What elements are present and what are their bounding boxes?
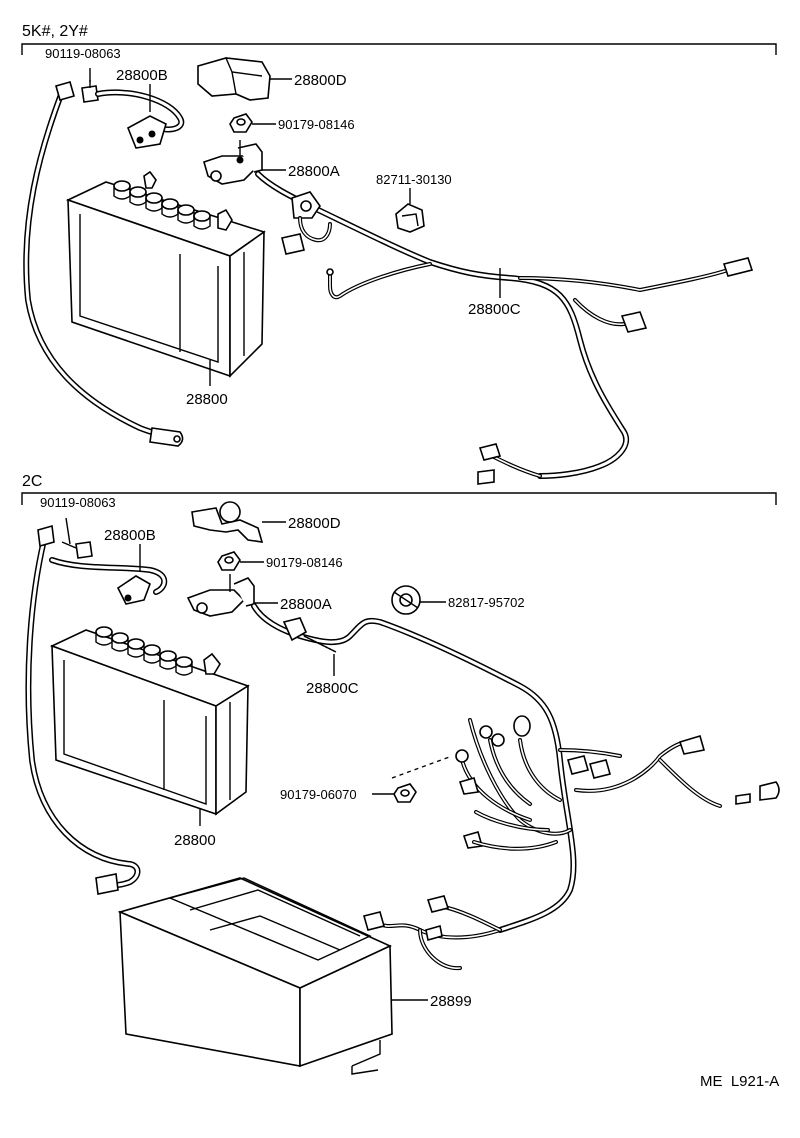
section-top-bracket — [21, 43, 777, 55]
top-cable-b-part — [95, 89, 185, 149]
top-label-harness-c: 28800C — [468, 301, 521, 318]
section-bottom-title: 2C — [22, 473, 42, 490]
bottom-tray-part — [117, 877, 393, 1075]
bottom-nut2-part — [391, 755, 453, 803]
top-nut-part — [229, 113, 253, 133]
top-battery-caps — [113, 170, 233, 231]
section-top: 5K#, 2Y# 90119-08063 28800B — [21, 23, 777, 485]
bottom-cover-d-part — [191, 501, 264, 543]
bottom-label-cable-b: 28800B — [104, 527, 156, 544]
bottom-label-nut: 90179-08146 — [266, 555, 343, 570]
top-label-bolt: 90119-08063 — [45, 46, 121, 61]
top-label-terminal-a: 28800A — [288, 163, 340, 180]
top-ground-cable — [23, 81, 184, 447]
top-label-cover-d: 28800D — [294, 72, 347, 89]
top-label-battery: 28800 — [186, 391, 228, 408]
bottom-label-battery: 28800 — [174, 832, 216, 849]
bottom-ground-cable — [25, 524, 141, 895]
bottom-label-nut2: 90179-06070 — [280, 787, 357, 802]
top-label-cable-b: 28800B — [116, 67, 168, 84]
bottom-bolt-part — [61, 517, 93, 559]
bottom-clamp-part — [391, 585, 421, 615]
bottom-label-bolt: 90119-08063 — [40, 495, 116, 510]
top-label-clamp: 82711-30130 — [376, 172, 452, 187]
section-bottom: 2C 90119-08063 28800B — [21, 473, 780, 1075]
bottom-nut-part — [217, 551, 241, 571]
top-cover-d-part — [197, 57, 271, 101]
top-bolt-part — [81, 68, 99, 103]
bottom-label-harness-c: 28800C — [306, 680, 359, 697]
bottom-harness-c-part — [251, 603, 780, 971]
bottom-label-terminal-a: 28800A — [280, 596, 332, 613]
top-harness-c-part — [255, 171, 754, 485]
top-clamp-part — [395, 203, 425, 233]
top-terminal-a-part — [203, 140, 263, 185]
top-battery-part — [65, 170, 266, 378]
bottom-label-clamp: 82817-95702 — [448, 595, 525, 610]
bottom-terminal-a-part — [186, 574, 255, 617]
section-bottom-bracket — [21, 492, 777, 505]
top-label-nut: 90179-08146 — [278, 117, 355, 132]
section-top-title: 5K#, 2Y# — [22, 23, 88, 40]
bottom-battery-part — [49, 626, 250, 816]
bottom-label-tray: 28899 — [430, 993, 472, 1010]
bottom-battery-caps — [95, 626, 221, 676]
bottom-label-cover-d: 28800D — [288, 515, 341, 532]
bottom-cable-b-part — [49, 557, 168, 605]
diagram-reference-code: ME L921-A — [700, 1073, 779, 1090]
